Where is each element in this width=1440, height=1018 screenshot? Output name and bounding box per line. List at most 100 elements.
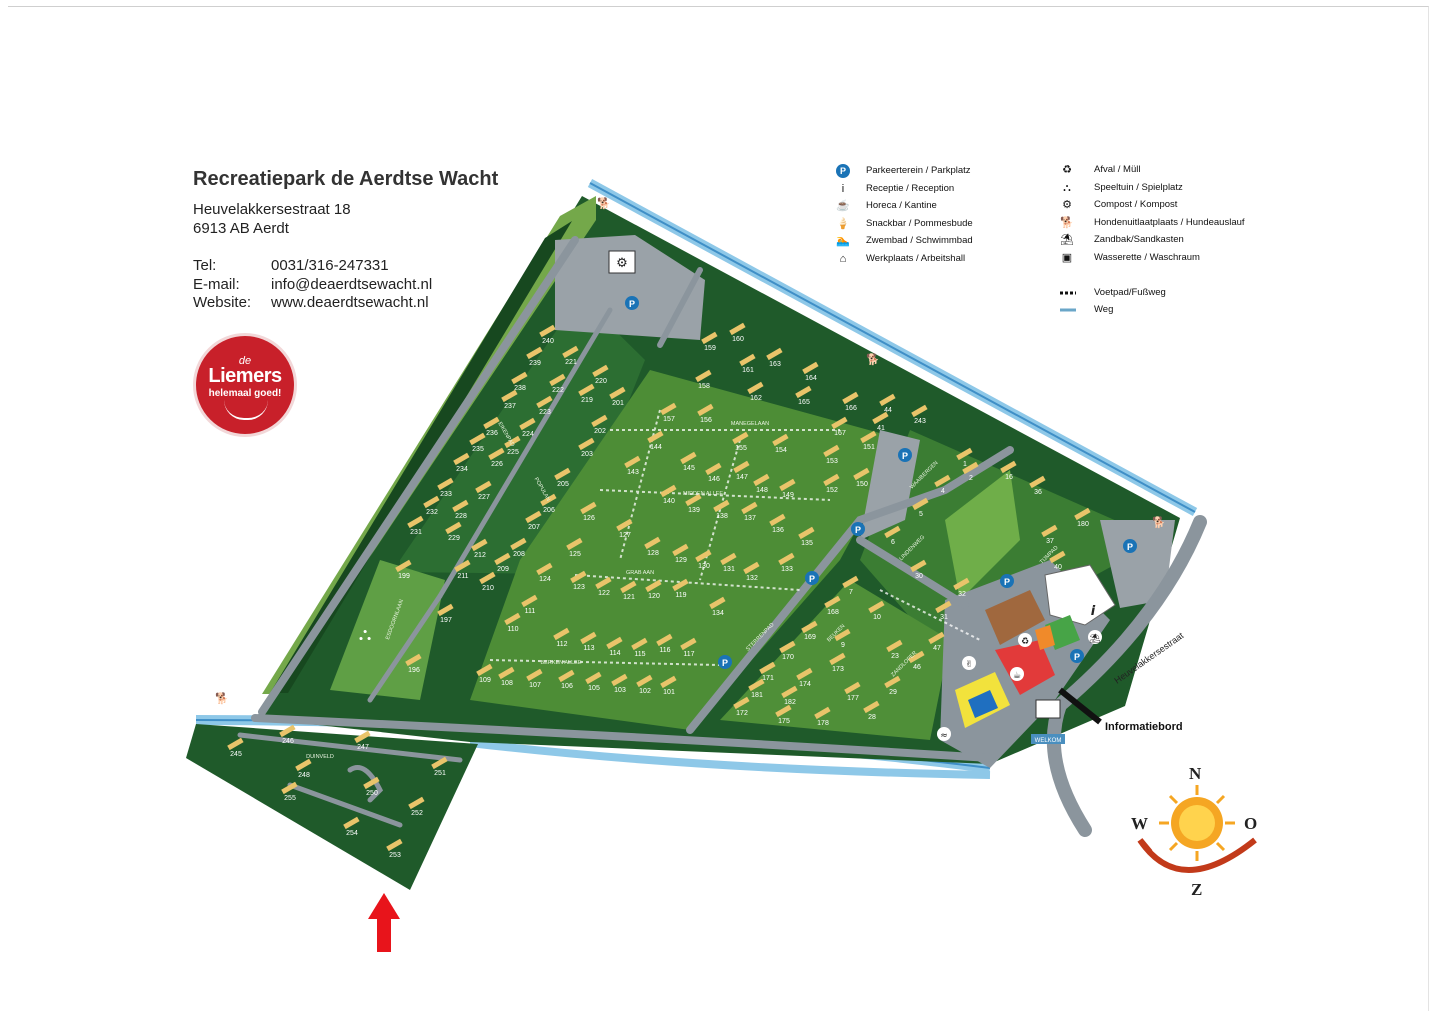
plot-222[interactable]: 222	[549, 373, 566, 394]
plot-115[interactable]: 115	[631, 637, 648, 658]
plot-210[interactable]: 210	[479, 571, 496, 592]
plot-199[interactable]: 199	[395, 559, 412, 580]
plot-149[interactable]: 149	[779, 478, 796, 499]
plot-161[interactable]: 161	[739, 353, 756, 374]
plot-29[interactable]: 29	[884, 675, 901, 696]
plot-166[interactable]: 166	[842, 391, 859, 412]
plot-7[interactable]: 7	[842, 575, 859, 596]
plot-152[interactable]: 152	[823, 473, 840, 494]
plot-245[interactable]: 245	[227, 737, 244, 758]
plot-224[interactable]: 224	[519, 417, 536, 438]
plot-201[interactable]: 201	[609, 386, 626, 407]
plot-250[interactable]: 250	[363, 776, 380, 797]
plot-125[interactable]: 125	[566, 537, 583, 558]
plot-171[interactable]: 171	[759, 661, 776, 682]
plot-254[interactable]: 254	[343, 816, 360, 837]
plot-44[interactable]: 44	[879, 393, 896, 414]
plot-108[interactable]: 108	[498, 666, 515, 687]
plot-231[interactable]: 231	[407, 515, 424, 536]
plot-47[interactable]: 47	[928, 631, 945, 652]
plot-203[interactable]: 203	[578, 437, 595, 458]
plot-130[interactable]: 130	[695, 549, 712, 570]
plot-221[interactable]: 221	[562, 345, 579, 366]
plot-154[interactable]: 154	[772, 433, 789, 454]
plot-159[interactable]: 159	[701, 331, 718, 352]
plot-16[interactable]: 16	[1000, 460, 1017, 481]
compost-orange[interactable]	[1035, 625, 1055, 650]
horeca-building[interactable]	[995, 640, 1055, 695]
plot-113[interactable]: 113	[580, 631, 597, 652]
plot-232[interactable]: 232	[423, 495, 440, 516]
plot-233[interactable]: 233	[437, 477, 454, 498]
plot-4[interactable]: 4	[934, 474, 951, 495]
plot-252[interactable]: 252	[408, 796, 425, 817]
plot-105[interactable]: 105	[585, 671, 602, 692]
plot-172[interactable]: 172	[733, 696, 750, 717]
plot-160[interactable]: 160	[729, 322, 746, 343]
plot-181[interactable]: 181	[748, 678, 765, 699]
plot-178[interactable]: 178	[814, 706, 831, 727]
plot-206[interactable]: 206	[540, 493, 557, 514]
plot-10[interactable]: 10	[868, 600, 885, 621]
plot-253[interactable]: 253	[386, 838, 403, 859]
plot-126[interactable]: 126	[580, 501, 597, 522]
plot-30[interactable]: 30	[910, 559, 927, 580]
plot-225[interactable]: 225	[504, 435, 521, 456]
plot-174[interactable]: 174	[796, 667, 813, 688]
plot-138[interactable]: 138	[713, 499, 730, 520]
plot-1[interactable]: 1	[956, 447, 973, 468]
plot-132[interactable]: 132	[743, 561, 760, 582]
plot-170[interactable]: 170	[779, 640, 796, 661]
plot-134[interactable]: 134	[709, 596, 726, 617]
plot-41[interactable]: 41	[872, 411, 889, 432]
plot-36[interactable]: 36	[1029, 475, 1046, 496]
plot-255[interactable]: 255	[281, 781, 298, 802]
plot-196[interactable]: 196	[405, 653, 422, 674]
plot-155[interactable]: 155	[732, 431, 749, 452]
plot-147[interactable]: 147	[733, 460, 750, 481]
plot-248[interactable]: 248	[295, 758, 312, 779]
parking-east[interactable]	[1100, 520, 1175, 608]
plot-177[interactable]: 177	[844, 681, 861, 702]
email-value[interactable]: info@deaerdtsewacht.nl	[271, 276, 433, 293]
plot-109[interactable]: 109	[476, 663, 493, 684]
plot-229[interactable]: 229	[445, 521, 462, 542]
plot-223[interactable]: 223	[536, 395, 553, 416]
plot-205[interactable]: 205	[554, 467, 571, 488]
plot-128[interactable]: 128	[644, 536, 661, 557]
plot-114[interactable]: 114	[606, 636, 623, 657]
plot-6[interactable]: 6	[884, 525, 901, 546]
plot-124[interactable]: 124	[536, 562, 553, 583]
tel-value[interactable]: 0031/316-247331	[271, 257, 389, 274]
plot-112[interactable]: 112	[553, 627, 570, 648]
plot-23[interactable]: 23	[886, 639, 903, 660]
plot-150[interactable]: 150	[853, 467, 870, 488]
plot-131[interactable]: 131	[720, 552, 737, 573]
plot-173[interactable]: 173	[829, 652, 846, 673]
plot-151[interactable]: 151	[860, 430, 877, 451]
plot-247[interactable]: 247	[354, 730, 371, 751]
plot-167[interactable]: 167	[831, 416, 848, 437]
plot-165[interactable]: 165	[795, 385, 812, 406]
plot-119[interactable]: 119	[672, 578, 689, 599]
plot-228[interactable]: 228	[452, 499, 469, 520]
plot-182[interactable]: 182	[781, 685, 798, 706]
plot-175[interactable]: 175	[775, 704, 792, 725]
plot-144[interactable]: 144	[647, 430, 664, 451]
plot-237[interactable]: 237	[501, 389, 518, 410]
plot-251[interactable]: 251	[431, 756, 448, 777]
plot-239[interactable]: 239	[526, 346, 543, 367]
plot-103[interactable]: 103	[611, 673, 628, 694]
plot-236[interactable]: 236	[483, 416, 500, 437]
plot-212[interactable]: 212	[471, 538, 488, 559]
plot-121[interactable]: 121	[620, 580, 637, 601]
plot-120[interactable]: 120	[645, 579, 662, 600]
plot-145[interactable]: 145	[680, 451, 697, 472]
plot-208[interactable]: 208	[510, 537, 527, 558]
plot-102[interactable]: 102	[636, 674, 653, 695]
plot-139[interactable]: 139	[685, 493, 702, 514]
plot-234[interactable]: 234	[453, 452, 470, 473]
plot-180[interactable]: 180	[1074, 507, 1091, 528]
plot-235[interactable]: 235	[469, 432, 486, 453]
